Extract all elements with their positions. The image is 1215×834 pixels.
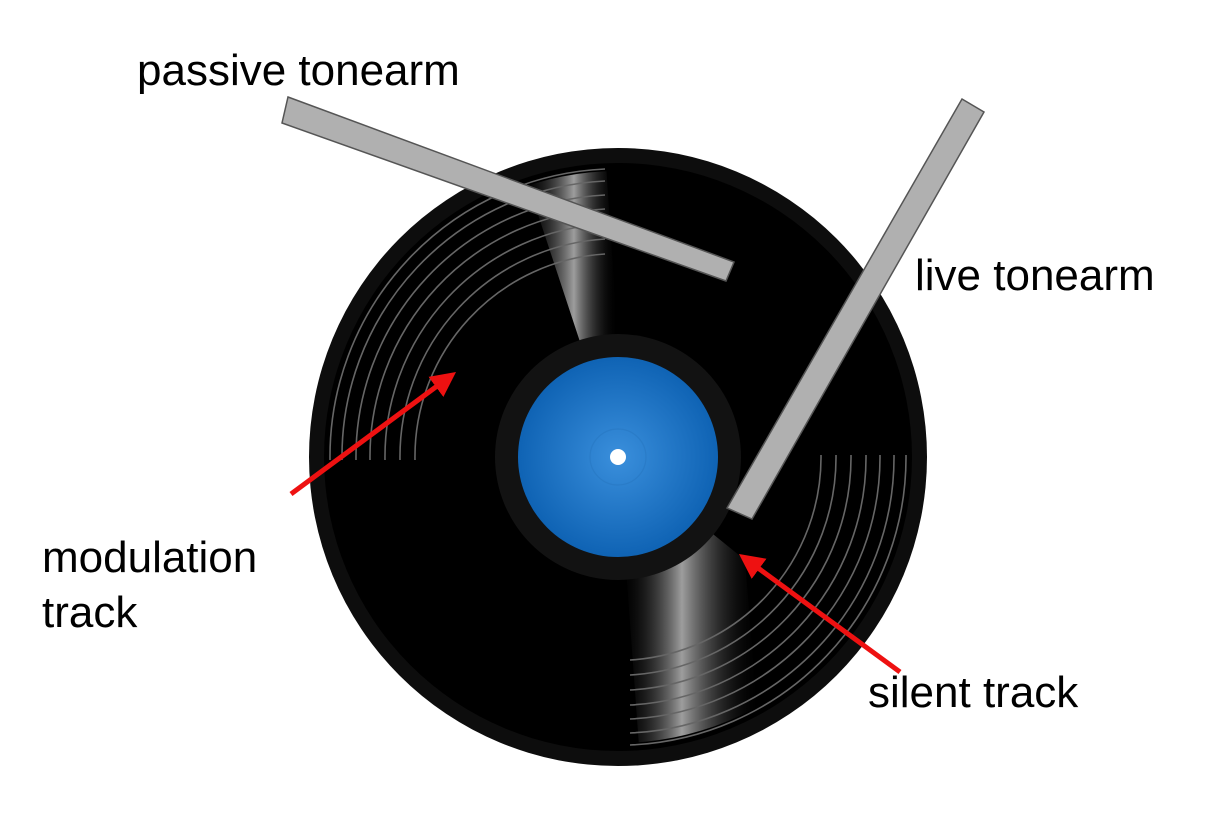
passive-tonearm — [281, 96, 735, 282]
spindle-hole — [610, 449, 626, 465]
modulation-track-label-line1: modulation — [42, 533, 257, 582]
silent-track-label: silent track — [868, 668, 1079, 717]
vinyl-record — [309, 148, 927, 766]
passive-tonearm-label: passive tonearm — [137, 46, 460, 95]
label-inner-ring — [589, 428, 647, 486]
live-tonearm-label: live tonearm — [915, 251, 1155, 300]
modulation-track-arrow — [289, 372, 457, 497]
modulation-track-label-line2: track — [42, 588, 138, 637]
silent-track-arrow — [738, 554, 902, 675]
live-tonearm — [725, 97, 986, 520]
grooves-lower-right — [629, 454, 907, 746]
